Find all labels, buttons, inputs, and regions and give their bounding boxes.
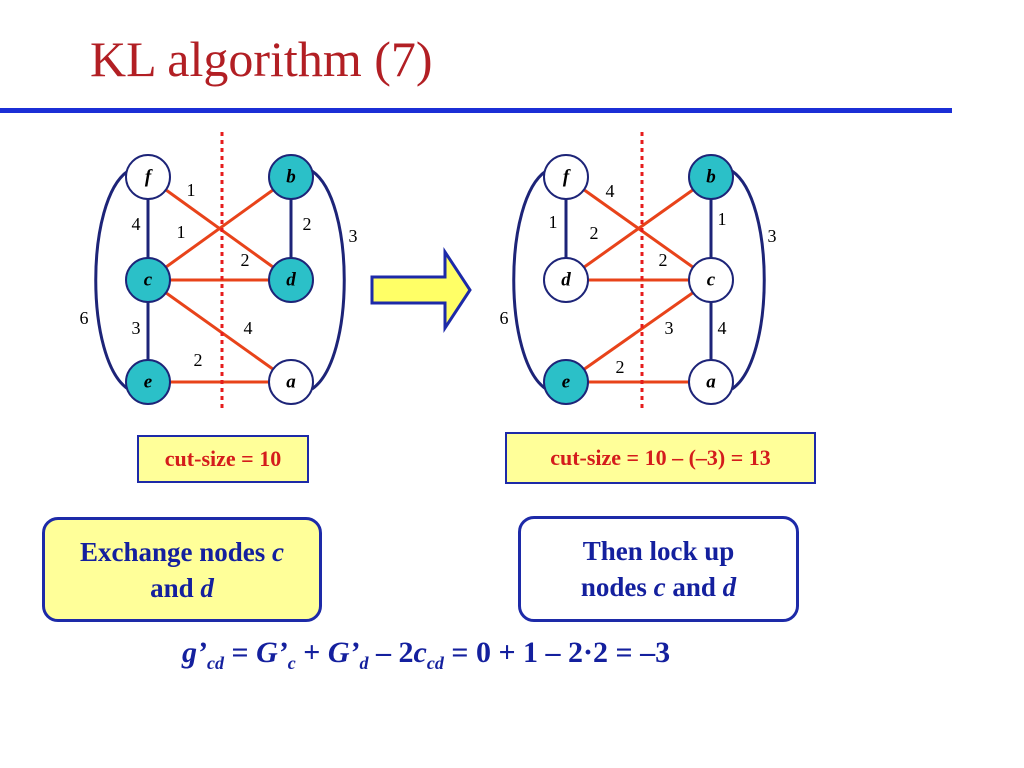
formula-c: c <box>413 636 427 669</box>
formula-Gd: G’ <box>327 636 360 669</box>
edge-f-e <box>94 169 129 391</box>
lock-note-var-c: c <box>653 572 666 602</box>
lock-note-text: Then lock up <box>582 536 735 566</box>
edge-weight-b-a: 3 <box>768 226 777 246</box>
node-b <box>268 154 314 200</box>
edge-weight-c-e: 3 <box>132 318 141 338</box>
node-f <box>543 154 589 200</box>
right-cut-size-box: cut-size = 10 – (–3) = 13 <box>505 432 816 484</box>
node-a <box>688 359 734 405</box>
gain-formula: g’cd = G’c + G’d – 2ccd = 0 + 1 – 2·2 = … <box>182 636 670 674</box>
edge-e-c <box>565 278 712 384</box>
exchange-note-text-2: and <box>150 572 201 603</box>
edge-weight-b-c: 1 <box>718 209 727 229</box>
node-label-b: b <box>286 166 296 187</box>
formula-minus: – 2 <box>368 636 414 669</box>
formula-rest: = 0 + 1 – 2·2 = –3 <box>443 636 671 669</box>
edge-weight-f-c: 4 <box>606 181 615 201</box>
left-cut-size-box: cut-size = 10 <box>137 435 309 483</box>
edge-weight-f-e: 6 <box>80 308 89 328</box>
exchange-note-text: Exchange nodes <box>79 536 273 567</box>
edge-weight-c-a: 4 <box>718 318 727 338</box>
node-label-d: d <box>561 269 571 290</box>
node-c <box>688 257 734 303</box>
node-e <box>125 359 171 405</box>
formula-Gc-sub: c <box>287 653 296 673</box>
lock-note-and: and <box>665 572 723 602</box>
page-title: KL algorithm (7) <box>90 31 433 87</box>
edge-f-e <box>512 169 547 391</box>
formula-c-sub: cd <box>426 653 444 673</box>
node-label-c: c <box>707 269 716 290</box>
edge-weight-f-d: 1 <box>549 212 558 232</box>
exchange-note: Exchange nodes c and d <box>42 517 322 622</box>
node-label-f: f <box>563 166 571 187</box>
edge-weight-d-b: 2 <box>590 223 599 243</box>
edge-weight-e-a: 2 <box>616 357 625 377</box>
right-graph: 1 6 1 4 3 4 2 2 3 2 f b d c e a <box>500 154 777 405</box>
edge-b-a <box>311 169 346 391</box>
lock-note: Then lock up nodes c and d <box>518 516 799 622</box>
formula-g: g’ <box>182 636 207 669</box>
node-c <box>125 257 171 303</box>
node-a <box>268 359 314 405</box>
edge-weight-c-b: 1 <box>177 222 186 242</box>
edge-d-b <box>565 175 712 282</box>
node-d <box>268 257 314 303</box>
formula-Gc: G’ <box>256 636 288 669</box>
edge-b-a <box>731 169 766 391</box>
node-label-d: d <box>286 269 296 290</box>
formula-eq: = <box>224 636 257 669</box>
node-label-f: f <box>145 166 153 187</box>
edge-weight-c-d: 2 <box>241 250 250 270</box>
title-underline <box>0 108 952 113</box>
node-label-b: b <box>706 166 716 187</box>
exchange-note-var-c: c <box>272 536 285 567</box>
lock-note-text-2: nodes <box>580 572 654 602</box>
lock-note-var-d: d <box>722 572 737 602</box>
formula-g-sub: cd <box>207 653 224 673</box>
left-graph: 4 3 6 2 3 1 1 2 4 2 f b c d e a <box>80 154 358 405</box>
node-b <box>688 154 734 200</box>
node-label-a: a <box>286 371 296 392</box>
node-d <box>543 257 589 303</box>
node-e <box>543 359 589 405</box>
edge-weight-f-d: 1 <box>187 180 196 200</box>
edge-c-b <box>147 175 292 282</box>
edge-weight-f-c: 4 <box>132 214 141 234</box>
edge-weight-f-e: 6 <box>500 308 509 328</box>
node-label-e: e <box>144 371 153 392</box>
edge-weight-b-a: 3 <box>349 226 358 246</box>
formula-Gd-sub: d <box>359 653 369 673</box>
exchange-note-var-d: d <box>200 572 214 603</box>
formula-plus: + <box>295 636 328 669</box>
edge-c-a <box>147 278 292 384</box>
edge-weight-c-a: 4 <box>244 318 253 338</box>
right-arrow-icon <box>370 246 472 334</box>
node-label-c: c <box>144 269 153 290</box>
edge-weight-e-a: 2 <box>194 350 203 370</box>
edge-weight-e-c: 3 <box>665 318 674 338</box>
edge-weight-d-c: 2 <box>659 250 668 270</box>
node-label-e: e <box>562 371 571 392</box>
node-f <box>125 154 171 200</box>
node-label-a: a <box>706 371 716 392</box>
edge-weight-b-d: 2 <box>303 214 312 234</box>
